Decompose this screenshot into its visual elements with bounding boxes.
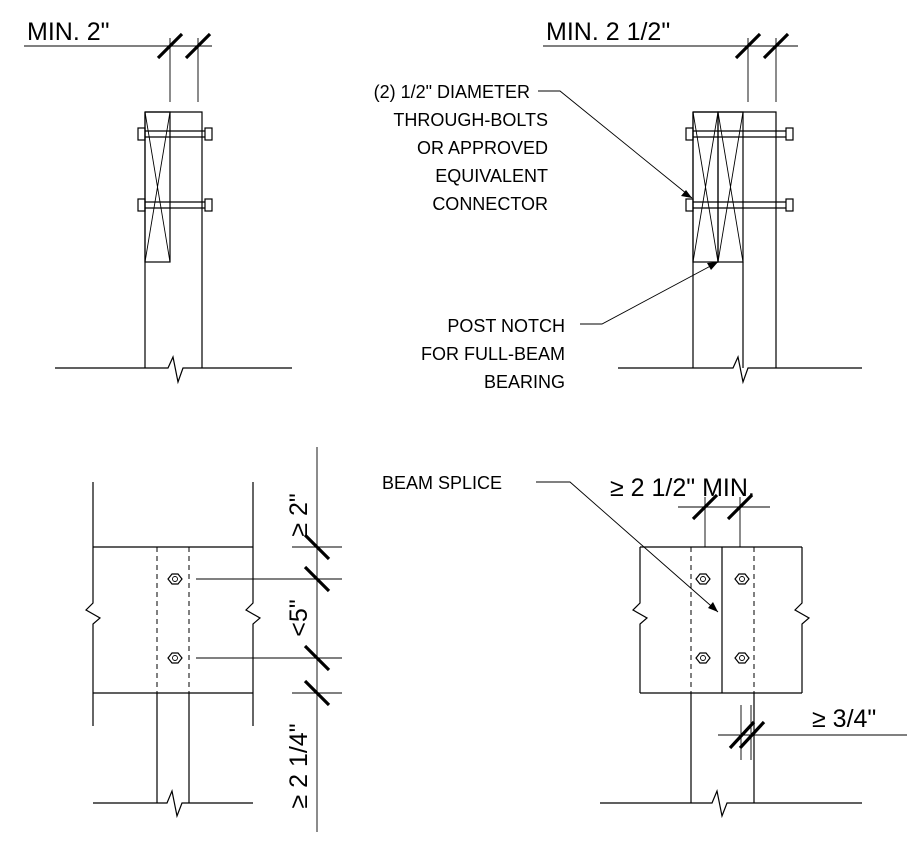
- detail-notched-post: MIN. 2 1/2": [543, 18, 862, 385]
- dim-tick: [156, 32, 184, 60]
- beam-splice-label: BEAM SPLICE: [382, 473, 502, 493]
- ground-line-break: [55, 355, 292, 385]
- dim-lt-5-label: <5": [285, 599, 313, 636]
- arrowhead: [708, 602, 718, 612]
- callout-line-3: OR APPROVED: [417, 138, 548, 158]
- ground-line-break: [618, 355, 862, 385]
- dim-tick: [734, 32, 762, 60]
- dim-tick: [738, 720, 766, 750]
- dim-splice-min-label: ≥ 2 1/2" MIN.: [610, 474, 755, 502]
- ground-line-break: [93, 788, 253, 819]
- bolt-center: [700, 576, 706, 582]
- bolt-center: [700, 655, 706, 661]
- beam-break-left: [632, 547, 649, 693]
- bolts-callout: (2) 1/2" DIAMETER THROUGH-BOLTS OR APPRO…: [374, 82, 693, 214]
- dim-tick: [726, 493, 754, 521]
- callout-line-2: FOR FULL-BEAM: [421, 344, 565, 364]
- leader-line: [536, 481, 719, 613]
- through-bolt: [685, 127, 794, 141]
- beam-section: [144, 111, 171, 263]
- beam-break-right: [245, 482, 262, 726]
- beam-break-left: [85, 482, 102, 726]
- callout-line-1: (2) 1/2" DIAMETER: [374, 82, 530, 102]
- bolt-head-icon: [167, 652, 183, 664]
- beam-break-right: [794, 547, 811, 693]
- detail-beam-splice: BEAM SPLICE ≥ 2 1/2" MIN.: [382, 473, 907, 819]
- bolt-center: [739, 576, 745, 582]
- bolt-center: [172, 576, 178, 582]
- through-bolt: [137, 127, 213, 141]
- dim-min-2-label: MIN. 2": [27, 18, 110, 46]
- post: [144, 111, 203, 368]
- dim-tick: [303, 533, 331, 561]
- post: [692, 111, 777, 368]
- detail-side-bolted-beam: MIN. 2": [24, 18, 292, 385]
- through-bolt: [685, 198, 794, 212]
- notch-callout: POST NOTCH FOR FULL-BEAM BEARING: [421, 261, 719, 392]
- dim-min-2-half-label: MIN. 2 1/2": [546, 18, 670, 46]
- beam-ply: [717, 111, 744, 263]
- dim-tick: [303, 679, 331, 707]
- bolt-head-icon: [167, 573, 183, 585]
- arrowhead: [707, 262, 718, 270]
- callout-line-5: CONNECTOR: [432, 194, 548, 214]
- bolt-head-icon: [695, 573, 711, 585]
- dim-tick: [184, 32, 212, 60]
- callout-line-1: POST NOTCH: [447, 316, 565, 336]
- dim-ge-2-label: ≥ 2": [285, 493, 313, 536]
- detail-beam-over-post: ≥ 2" <5" ≥ 2 1/4": [85, 447, 342, 832]
- bolt-head-icon: [734, 573, 750, 585]
- dim-ge-3-4-label: ≥ 3/4": [812, 705, 876, 733]
- callout-line-3: BEARING: [484, 372, 565, 392]
- callout-line-2: THROUGH-BOLTS: [393, 110, 548, 130]
- callout-line-4: EQUIVALENT: [435, 166, 548, 186]
- ground-line-break: [600, 788, 862, 819]
- dim-ge-2-1-4-label: ≥ 2 1/4": [285, 723, 313, 808]
- dim-tick: [303, 644, 331, 672]
- leader-line: [538, 90, 693, 199]
- dim-tick: [691, 493, 719, 521]
- dim-tick: [762, 32, 790, 60]
- bolt-center: [739, 655, 745, 661]
- bolt-center: [172, 655, 178, 661]
- dim-tick: [303, 565, 331, 593]
- through-bolt: [137, 198, 213, 212]
- bolt-head-icon: [734, 652, 750, 664]
- leader-line: [580, 261, 719, 325]
- dim-tick: [728, 720, 756, 750]
- arrowhead: [681, 190, 692, 198]
- bolt-head-icon: [695, 652, 711, 664]
